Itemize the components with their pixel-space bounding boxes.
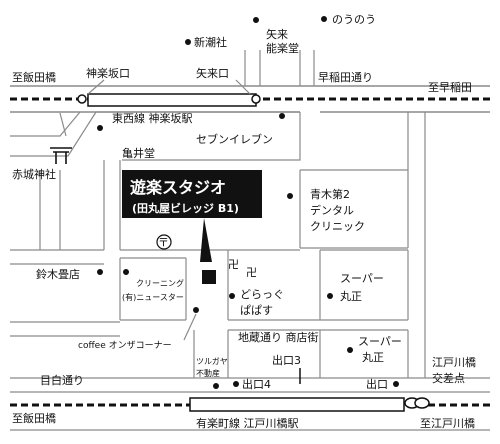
label-nounou: のうのう — [332, 13, 376, 26]
label-tsuruga-1: ツルガヤ — [196, 356, 228, 366]
temple-icon-2: 卍 — [246, 266, 257, 279]
cleaning-dot — [123, 269, 129, 275]
label-doraggu-2: ぱぱす — [240, 304, 273, 317]
label-exit3: 出口3 — [272, 353, 301, 367]
label-coffee: coffee オンザコーナー — [78, 340, 172, 351]
label-seven-eleven: セブンイレブン — [196, 132, 273, 146]
exit4-dot — [233, 381, 239, 387]
noh-theatre-dot — [253, 17, 259, 23]
label-kameido: 亀井堂 — [122, 146, 155, 160]
edogawabashi-exit-marker-2 — [414, 397, 430, 409]
label-yaraiguchi: 矢来口 — [196, 66, 229, 80]
yaraiguchi-exit-marker — [251, 94, 261, 104]
dental-dot — [287, 193, 293, 199]
label-exit-right: 出口 — [366, 377, 388, 391]
studio-title: 遊楽スタジオ — [130, 178, 226, 197]
tsuruga-dot — [213, 383, 219, 389]
kagurazaka-exit-marker — [77, 94, 87, 104]
label-edogawabashi-crossing-2: 交差点 — [432, 371, 465, 385]
temple-icon-1: 卍 — [228, 258, 239, 271]
label-iidabashi-top: 至飯田橋 — [12, 70, 56, 84]
label-tsuruga-2: 不動産 — [196, 368, 220, 378]
studio-banner: 遊楽スタジオ (田丸屋ビレッジ B1) — [122, 170, 262, 284]
doraggu-dot — [229, 293, 235, 299]
shinchosha-dot — [185, 39, 191, 45]
label-jizo-street: 地蔵通り 商店街 — [238, 330, 319, 344]
label-doraggu-1: どらっぐ — [240, 288, 284, 301]
label-mejiro-street: 目白通り — [40, 373, 84, 387]
label-dental-3: クリニック — [310, 220, 365, 233]
edogawabashi-station-box — [189, 397, 405, 412]
rail-lines — [10, 93, 490, 412]
tatamiya-dot — [97, 269, 103, 275]
studio-banner-box — [122, 170, 262, 218]
post-office-icon: 〒 — [158, 236, 169, 249]
kagurazaka-station-box — [87, 93, 257, 107]
label-dental-1: 青木第2 — [310, 187, 350, 201]
post-office-circle — [156, 234, 172, 250]
label-dental-2: デンタル — [310, 203, 354, 217]
label-supermarket-1: スーパー — [340, 272, 384, 285]
map-labels: 神楽坂口 矢来口 至飯田橋 早稲田通り 至早稲田 新潮社 矢来 能楽堂 のうのう… — [12, 13, 476, 430]
exit-right-dot — [393, 381, 399, 387]
seven-eleven-dot — [279, 113, 285, 119]
studio-subtitle: (田丸屋ビレッジ B1) — [132, 201, 239, 215]
label-edogawabashi-crossing-1: 江戸川橋 — [432, 355, 476, 369]
label-exit4: 出口4 — [242, 377, 271, 391]
label-waseda-street: 早稲田通り — [318, 71, 373, 84]
label-tatamiya: 鈴木畳店 — [36, 267, 80, 281]
torii-icon — [50, 147, 72, 164]
label-shinchosha: 新潮社 — [194, 35, 227, 49]
label-to-edogawabashi: 至江戸川橋 — [420, 416, 475, 430]
label-kagurazaka-exit: 神楽坂口 — [86, 66, 130, 80]
label-noh-theatre-1: 矢来 — [266, 27, 288, 41]
label-iidabashi-bottom: 至飯田橋 — [12, 411, 56, 425]
label-yurakucho-line: 有楽町線 江戸川橋駅 — [196, 416, 299, 430]
supermarket-2-dot — [347, 347, 353, 353]
streets — [10, 50, 490, 431]
label-supermarket-2b: 丸正 — [362, 351, 384, 364]
label-cleaning-2: (有)ニュースター — [122, 292, 184, 302]
label-supermarket-2: スーパー — [358, 335, 402, 348]
label-akagi-shrine: 赤城神社 — [12, 167, 56, 181]
coffee-dot — [193, 307, 199, 313]
label-cleaning-1: クリーニング — [136, 278, 184, 288]
kameido-dot — [97, 125, 103, 131]
label-noh-theatre-2: 能楽堂 — [266, 41, 299, 55]
label-supermarket-1b: 丸正 — [340, 290, 362, 303]
studio-location-marker — [202, 270, 216, 284]
label-tozai-line: 東西線 神楽坂駅 — [112, 111, 193, 125]
supermarket-1-dot — [327, 293, 333, 299]
label-to-waseda: 至早稲田 — [428, 81, 472, 94]
studio-pointer — [200, 218, 212, 262]
nounou-dot — [321, 16, 327, 22]
